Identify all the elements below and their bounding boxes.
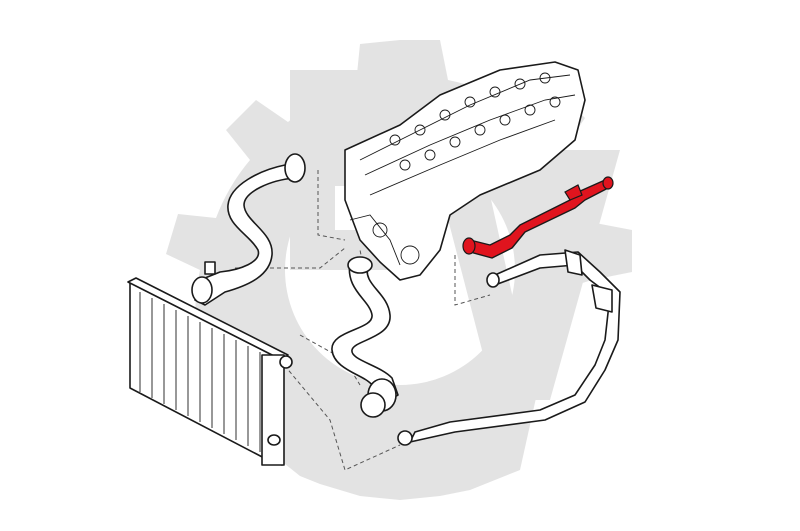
radiator — [127, 277, 293, 466]
long-coolant-pipe — [397, 249, 621, 446]
heater-hose — [462, 176, 614, 259]
upper-radiator-hose — [191, 153, 306, 306]
lower-radiator-hose — [331, 256, 399, 418]
engine-cylinder-head — [344, 61, 586, 281]
